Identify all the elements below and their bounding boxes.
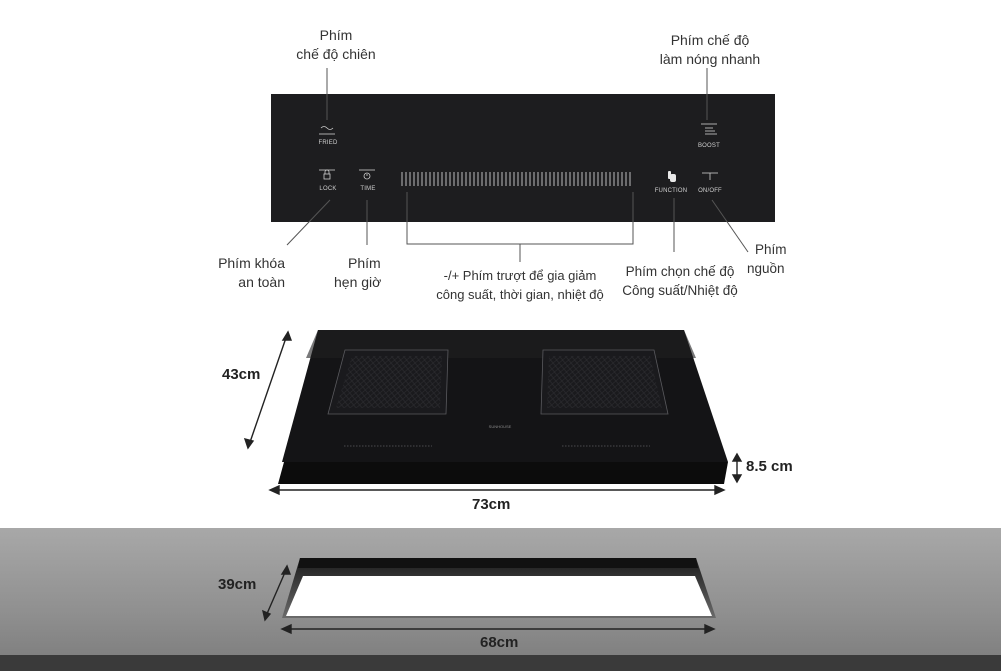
callout-leaders: [286, 68, 749, 262]
callout-power: Phím nguồn: [747, 240, 807, 278]
cutout-width-dimension: 68cm: [480, 634, 519, 651]
boost-key-label[interactable]: BOOST: [697, 143, 720, 149]
onoff-key-label[interactable]: ON/OFF: [698, 188, 722, 194]
callout-boost: Phím chế độ làm nóng nhanh: [620, 31, 800, 69]
right-cooking-zone: [540, 349, 669, 415]
callout-time-line1: Phím: [348, 255, 381, 271]
callout-function: Phím chọn chế độ Công suất/Nhiệt độ: [598, 262, 762, 300]
callout-function-line1: Phím chọn chế độ: [625, 264, 735, 279]
cooktop-body: [278, 462, 728, 484]
callout-fried-line2: chế độ chiên: [296, 46, 376, 62]
callout-boost-line1: Phím chế độ: [670, 32, 750, 48]
callout-slider-line2: công suất, thời gian, nhiệt độ: [436, 287, 604, 302]
cutout-illustration: [262, 558, 716, 635]
brand-logo: SUNHOUSE: [489, 424, 512, 429]
callout-time-line2: hẹn giờ: [334, 274, 382, 290]
callout-power-line1: Phím: [755, 242, 787, 257]
lock-key-label[interactable]: LOCK: [319, 186, 337, 192]
width-dimension: 73cm: [472, 496, 511, 513]
cutout-depth-dimension: 39cm: [218, 576, 257, 593]
control-panel: FRIED LOCK TIME FUNCTION BOOST ON/OFF: [271, 94, 775, 222]
left-cooking-zone: [327, 349, 449, 415]
callout-time: Phím hẹn giờ: [334, 254, 414, 292]
callout-lock-line1: Phím khóa: [218, 255, 285, 271]
callout-lock: Phím khóa an toàn: [185, 254, 285, 292]
function-key-label[interactable]: FUNCTION: [654, 188, 688, 194]
height-dimension: 8.5 cm: [746, 458, 793, 475]
callout-boost-line2: làm nóng nhanh: [659, 51, 761, 67]
depth-dimension: 43cm: [222, 366, 261, 383]
function-key-icon: [668, 171, 676, 182]
onoff-key-icon: [702, 172, 718, 180]
callout-power-line2: nguồn: [747, 261, 785, 276]
time-key-icon: [359, 169, 375, 180]
fried-key-label[interactable]: FRIED: [318, 140, 338, 146]
callout-fried-line1: Phím: [319, 27, 353, 43]
fried-key-icon: [319, 126, 335, 135]
lock-key-icon: [319, 169, 335, 180]
callout-function-line2: Công suất/Nhiệt độ: [622, 283, 738, 298]
callout-slider-line1: -/+ Phím trượt để gia giảm: [443, 268, 597, 283]
cooktop-illustration: SUNHOUSE: [243, 330, 743, 496]
callout-slider: -/+ Phím trượt để gia giảm công suất, th…: [400, 266, 640, 304]
callout-fried: Phím chế độ chiên: [256, 26, 416, 64]
countertop-edge: [0, 655, 1001, 671]
boost-key-icon: [701, 123, 717, 135]
cutout-opening: [286, 576, 712, 616]
slider-ticks: [319, 123, 718, 186]
time-key-label[interactable]: TIME: [360, 186, 376, 192]
callout-lock-line2: an toàn: [238, 274, 285, 290]
